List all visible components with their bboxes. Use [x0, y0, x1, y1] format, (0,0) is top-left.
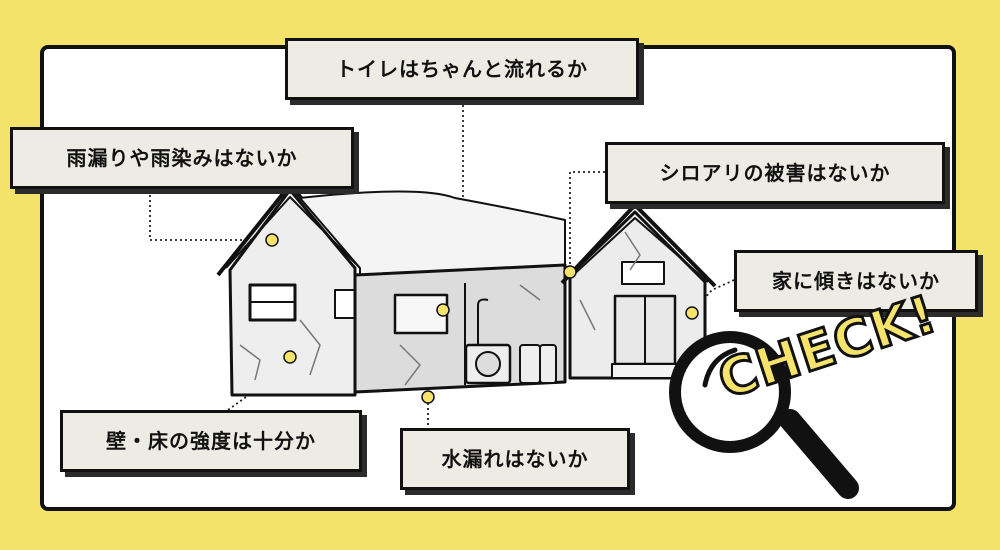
label-water-leak: 水漏れはないか	[400, 428, 630, 490]
label-termite: シロアリの被害はないか	[605, 142, 945, 204]
marker-rain	[265, 233, 279, 247]
label-toilet: トイレはちゃんと流れるか	[285, 38, 639, 100]
label-wall-floor: 壁・床の強度は十分か	[60, 410, 362, 472]
marker-toilet	[436, 303, 450, 317]
leader-rain	[149, 190, 272, 241]
magnifier-icon	[669, 331, 859, 499]
marker-termite	[563, 265, 577, 279]
marker-tilt	[685, 306, 699, 320]
label-tilt: 家に傾きはないか	[734, 250, 978, 312]
house-middle	[299, 190, 567, 394]
marker-wallfloor	[283, 350, 297, 364]
house-right	[560, 203, 717, 380]
leader-termite	[569, 171, 605, 272]
marker-water	[421, 390, 435, 404]
house-left	[216, 183, 370, 397]
label-rain-leak: 雨漏りや雨染みはないか	[10, 127, 354, 189]
check-markers	[265, 233, 699, 404]
